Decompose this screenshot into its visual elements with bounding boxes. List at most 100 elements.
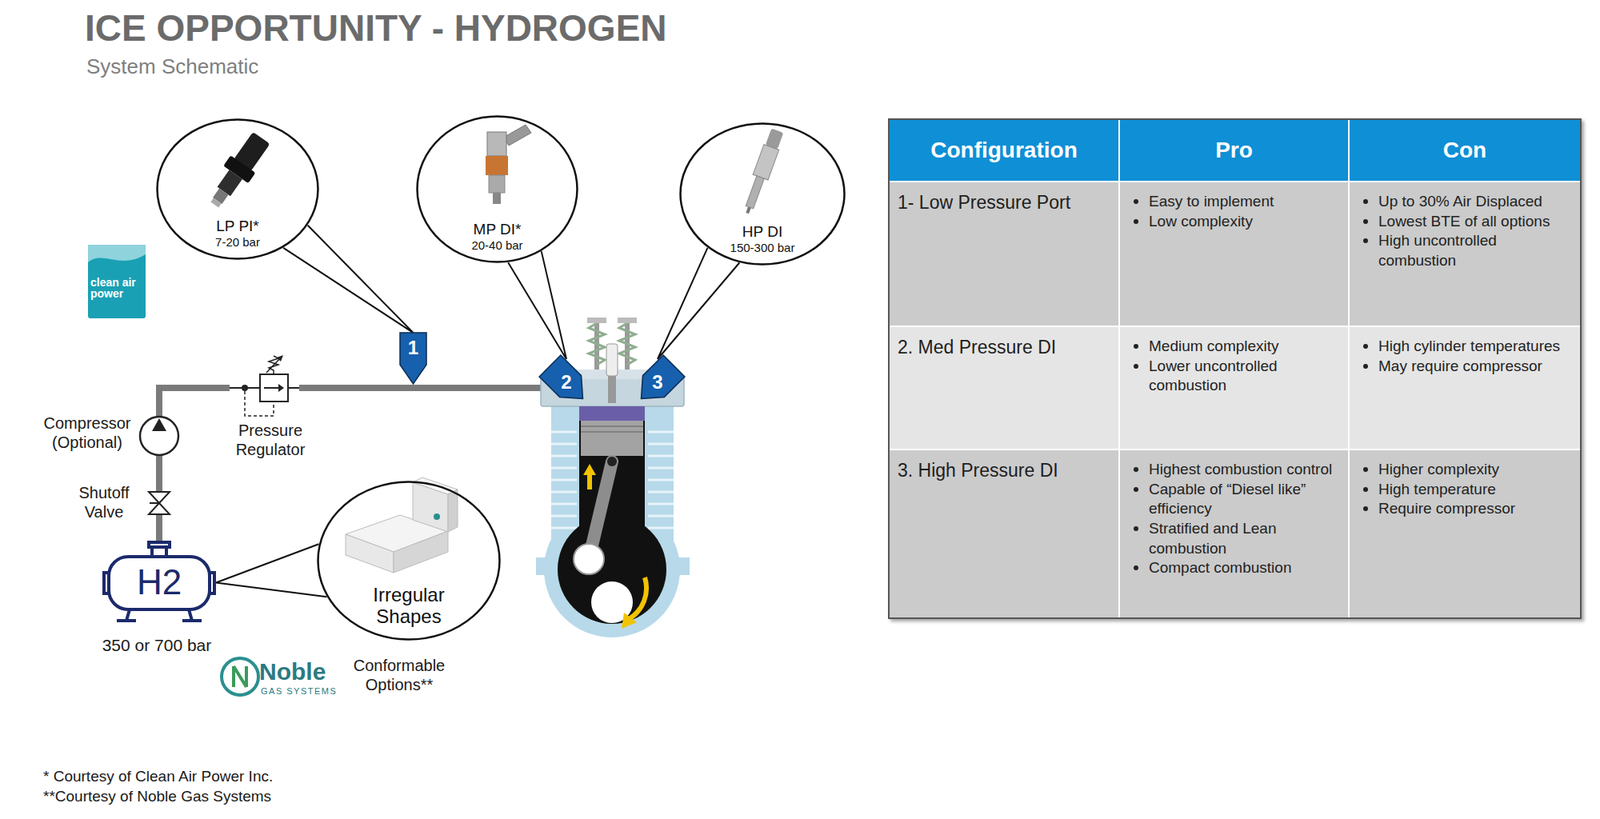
callout-marker-shape	[539, 355, 594, 410]
bullet-item: Compact combustion	[1120, 558, 1342, 579]
callout-text: Irregular Shapes	[348, 584, 469, 628]
tank-outline	[104, 542, 215, 621]
comparison-table: Configuration Pro Con 1- Low Pressure Port E…	[888, 118, 1582, 620]
header-text: Con	[1354, 137, 1576, 164]
mp-injector-icon-part	[487, 132, 507, 156]
table-cell-text: Stratified and Lean combustion	[1148, 519, 1342, 559]
table-cell-text: Capable of “Diesel like” efficiency	[1148, 480, 1342, 520]
injector-callout: LP PI*7-20 bar	[156, 118, 320, 260]
gas-pipe-part	[159, 388, 230, 417]
mp-injector-icon-part	[485, 156, 508, 176]
header-text: Pro	[1124, 137, 1344, 164]
bullet-dot	[1363, 364, 1368, 369]
mp-injector-icon-part	[503, 124, 532, 146]
table-cell-text: High temperature	[1378, 480, 1574, 500]
table-cell-text: High cylinder temperatures	[1378, 336, 1574, 357]
config-name: 1- Low Pressure Port	[897, 192, 1111, 214]
mp-injector-icon	[485, 124, 532, 204]
pressure-regulator-symbol-part	[264, 387, 280, 389]
pressure-regulator-symbol-part	[276, 355, 284, 362]
callout-circle	[417, 116, 578, 263]
gas-pipe-part	[156, 455, 163, 492]
gas-pipe-part	[156, 514, 163, 544]
text-area: 3	[641, 358, 674, 407]
note-label: Conformable Options**	[339, 656, 460, 695]
shutoff-valve-symbol-part	[148, 492, 170, 504]
table-header-row: Configuration Pro Con	[889, 120, 1580, 182]
engine-illustration-part	[606, 344, 618, 376]
slide-title: ICE OPPORTUNITY - HYDROGEN	[84, 6, 668, 50]
bullet-item: Lowest BTE of all options	[1349, 212, 1574, 232]
table-row: 1- Low Pressure PortEasy to implementLow…	[889, 181, 1580, 327]
logo-text: GAS SYSTEMS	[260, 686, 337, 697]
table-cell-text: Low complexity	[1148, 212, 1342, 232]
bullet-item: High cylinder temperatures	[1349, 336, 1574, 357]
table-cell-text: Compact combustion	[1148, 558, 1342, 579]
config-name: 3. High Pressure DI	[897, 460, 1111, 482]
header-cell: Con	[1348, 120, 1580, 182]
injector-callout: HP DI150-300 bar	[679, 122, 846, 266]
pressure-regulator-symbol	[229, 355, 300, 416]
bullet-item: Lower uncontrolled combustion	[1120, 356, 1342, 396]
bullet-item: High temperature	[1349, 480, 1574, 500]
footnote: **Courtesy of Noble Gas Systems	[43, 788, 272, 807]
hp-injector-icon-part	[745, 206, 751, 214]
callout-circle	[318, 482, 500, 640]
noble-logo-part	[221, 658, 259, 696]
header-cell: Pro	[1119, 120, 1349, 182]
engine-illustration-part	[557, 515, 667, 624]
callout-marker-shape	[400, 332, 427, 384]
table-cell: Highest combustion controlCapable of “Di…	[1119, 449, 1349, 618]
tank-legs	[116, 609, 202, 621]
engine-illustration-part	[583, 464, 596, 490]
engine-illustration-part	[621, 612, 637, 629]
table-grid: Configuration Pro Con 1- Low Pressure Port E…	[889, 120, 1580, 618]
clean-air-power-logo-part	[88, 244, 146, 319]
hp-injector-icon	[740, 128, 785, 216]
text-area: Irregular Shapes	[316, 480, 501, 641]
label-box: Noble	[259, 657, 326, 687]
callout-number-text: 2	[560, 371, 572, 394]
text-area: MP DI*20-40 bar	[416, 115, 579, 264]
bullet-dot	[1363, 467, 1368, 472]
clean-air-power-logo	[88, 244, 146, 319]
bullet-dot	[1363, 238, 1368, 244]
engine-illustration-part	[580, 426, 644, 432]
bullet-dot	[1133, 467, 1139, 472]
engine-illustration-part	[607, 456, 617, 467]
component-label: Pressure Regulator	[225, 420, 316, 460]
text-area: 1	[399, 332, 428, 385]
table-cell: 1- Low Pressure Port	[889, 181, 1120, 327]
pressure-regulator-symbol-part	[260, 374, 288, 402]
bullet-item: Easy to implement	[1120, 192, 1342, 212]
compressor-symbol-part	[152, 418, 167, 432]
table-cell-text: Easy to implement	[1148, 192, 1342, 212]
engine-illustration-part	[617, 317, 637, 324]
table-row: 2. Med Pressure DIMedium complexityLower…	[889, 326, 1580, 450]
bullet-dot	[1133, 344, 1139, 349]
callout-text: 7-20 bar	[215, 235, 260, 249]
text-area: H2	[102, 540, 216, 625]
table-cell: Easy to implementLow complexity	[1119, 181, 1349, 327]
bullet-item: Low complexity	[1120, 212, 1342, 232]
table-cell-text: Highest combustion control	[1148, 460, 1342, 480]
header-text: Configuration	[894, 137, 1114, 164]
compressor-symbol	[140, 416, 179, 456]
conformable-tank-icon-part	[448, 489, 458, 532]
table-cell-text: High uncontrolled combustion	[1378, 231, 1574, 271]
callout-text: HP DI	[742, 223, 783, 241]
label-box: Compressor (Optional)	[38, 413, 136, 452]
logo-text: clean air power	[90, 276, 137, 300]
bullet-dot	[1133, 199, 1139, 204]
engine-illustration-part	[579, 406, 645, 421]
config-name: 2. Med Pressure DI	[897, 336, 1111, 359]
callout-text: MP DI*	[473, 220, 522, 239]
logo-text: Noble	[259, 657, 326, 687]
table-row: 3. High Pressure DI Highest combustion co…	[889, 449, 1580, 618]
shutoff-valve-symbol	[148, 492, 170, 515]
bullet-dot	[1363, 219, 1368, 224]
callout-circle	[680, 124, 845, 265]
clean-air-power-logo-part	[88, 244, 146, 263]
table-cell-text: May require compressor	[1378, 356, 1574, 377]
